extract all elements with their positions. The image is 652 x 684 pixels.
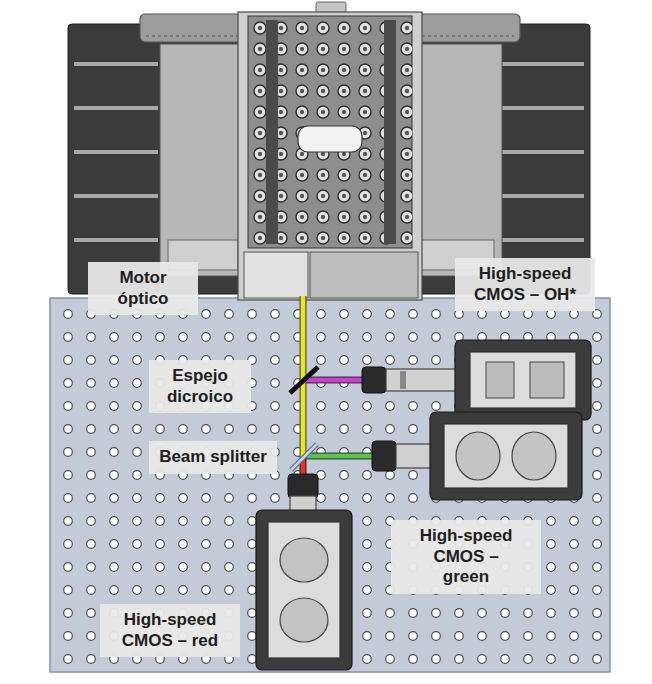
oh-camera	[362, 340, 591, 420]
optical-breadboard	[50, 298, 610, 672]
label-box: High-speed CMOS – green	[391, 520, 541, 594]
label-box: Espejo dicroico	[149, 360, 251, 413]
component-label: Motor óptico	[97, 268, 189, 309]
component-label: Espejo dicroico	[157, 366, 243, 407]
beam-splitter	[291, 444, 317, 470]
optical-engine	[68, 2, 590, 300]
green-camera	[372, 412, 582, 500]
component-label: Beam splitter	[157, 447, 269, 468]
component-label: High-speed CMOS – green	[416, 526, 516, 588]
label-box: Motor óptico	[88, 262, 198, 315]
component-label: High-speed CMOS – red	[108, 610, 232, 651]
dichroic-mirror	[290, 367, 318, 393]
label-box: High-speed CMOS – red	[100, 604, 240, 657]
component-label: High-speed CMOS – OH*	[463, 264, 587, 305]
label-box: Beam splitter	[149, 441, 277, 474]
label-box: High-speed CMOS – OH*	[455, 258, 595, 311]
red-camera	[256, 474, 352, 670]
